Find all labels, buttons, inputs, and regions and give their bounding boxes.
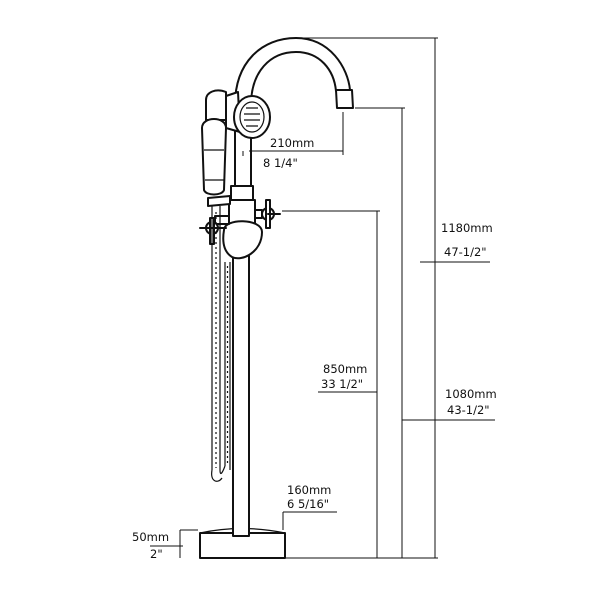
base-height-imperial-label: 2": [150, 547, 163, 561]
total-height-dimension: [294, 37, 490, 558]
base-height-dimension: [150, 529, 198, 558]
spout-reach-imperial-label: 8 1/4": [263, 156, 298, 170]
handle-height-dimension: [282, 210, 380, 558]
base-height-metric-label: 50mm: [132, 530, 169, 544]
hand-shower: [201, 89, 271, 196]
spout-height-imperial-label: 43-1/2": [447, 403, 490, 417]
spout-reach-metric-label: 210mm: [270, 136, 314, 150]
base-diameter-metric-label: 160mm: [287, 483, 331, 497]
spout-height-dimension: [355, 107, 495, 558]
standpipe: [232, 255, 250, 537]
spout-reach-dimension: [242, 112, 344, 156]
gooseneck-spout: [234, 37, 354, 189]
base-diameter-imperial-label: 6 5/16": [287, 497, 329, 511]
handle-height-imperial-label: 33 1/2": [321, 377, 363, 391]
total-height-imperial-label: 47-1/2": [444, 245, 487, 259]
dimension-lines: [150, 37, 495, 559]
freestanding-faucet: [199, 37, 354, 559]
right-cross-handle: [254, 199, 281, 229]
shower-hose: [211, 206, 231, 482]
spout-height-metric-label: 1080mm: [445, 387, 497, 401]
handle-height-metric-label: 850mm: [323, 362, 367, 376]
total-height-metric-label: 1180mm: [441, 221, 493, 235]
dimension-labels: 210mm 8 1/4" 1180mm 47-1/2" 850mm 33 1/2…: [132, 136, 497, 561]
base-diameter-dimension: [282, 511, 337, 530]
